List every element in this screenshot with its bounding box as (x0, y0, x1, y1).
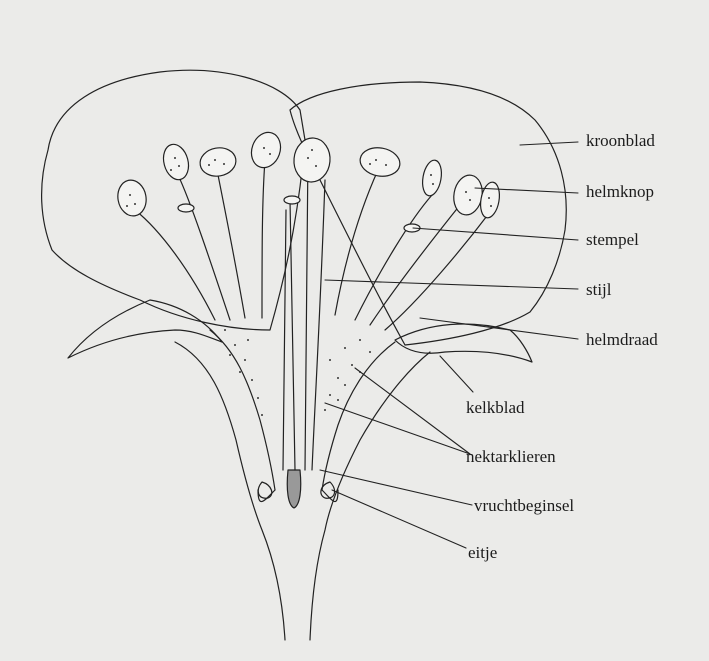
anther-4 (247, 128, 286, 171)
leader-stijl (325, 280, 578, 289)
filament-6 (355, 195, 432, 320)
anther-5 (292, 137, 332, 184)
petal-left (42, 70, 305, 330)
anther-3 (198, 145, 238, 179)
ovary (258, 470, 338, 508)
petal-right (290, 82, 566, 345)
leader-vruchtbeginsel (320, 470, 472, 505)
label-vruchtbeginsel: vruchtbeginsel (474, 497, 574, 514)
filament-5 (335, 170, 378, 315)
receptacle (175, 329, 430, 640)
filament-4 (262, 160, 265, 318)
style-3 (290, 200, 295, 470)
leader-kroonblad (520, 142, 578, 145)
style-1 (283, 210, 286, 470)
anther-7 (420, 159, 444, 198)
label-stijl: stijl (586, 281, 612, 298)
leader-nektarklieren-1 (355, 368, 470, 454)
label-helmknop: helmknop (586, 183, 654, 200)
sepal-left (68, 300, 222, 358)
label-nektarklieren: nektarklieren (466, 448, 556, 465)
leader-helmdraad (420, 318, 578, 339)
cup-inner-right (322, 342, 395, 490)
label-kroonblad: kroonblad (586, 132, 655, 149)
leader-lines (320, 142, 578, 548)
ovary-center (287, 470, 301, 508)
leader-nektarklieren-2 (325, 403, 470, 454)
stamens (115, 128, 502, 330)
label-eitje: eitje (468, 544, 497, 561)
style-4 (312, 180, 325, 470)
receptacle-outer-left (175, 342, 285, 640)
nectary-stipple (224, 329, 371, 416)
anther-2 (160, 142, 192, 183)
anther-1 (115, 178, 149, 218)
leader-kelkblad (440, 356, 473, 392)
anthers (115, 128, 502, 219)
label-stempel: stempel (586, 231, 639, 248)
anther-6 (358, 145, 402, 180)
label-kelkblad: kelkblad (466, 399, 525, 416)
stigmas (178, 196, 420, 232)
style-2 (305, 150, 308, 470)
stigma-1 (178, 204, 194, 212)
label-helmdraad: helmdraad (586, 331, 658, 348)
sepals (68, 300, 532, 362)
stigma-2 (284, 196, 300, 204)
filament-7 (370, 205, 460, 325)
